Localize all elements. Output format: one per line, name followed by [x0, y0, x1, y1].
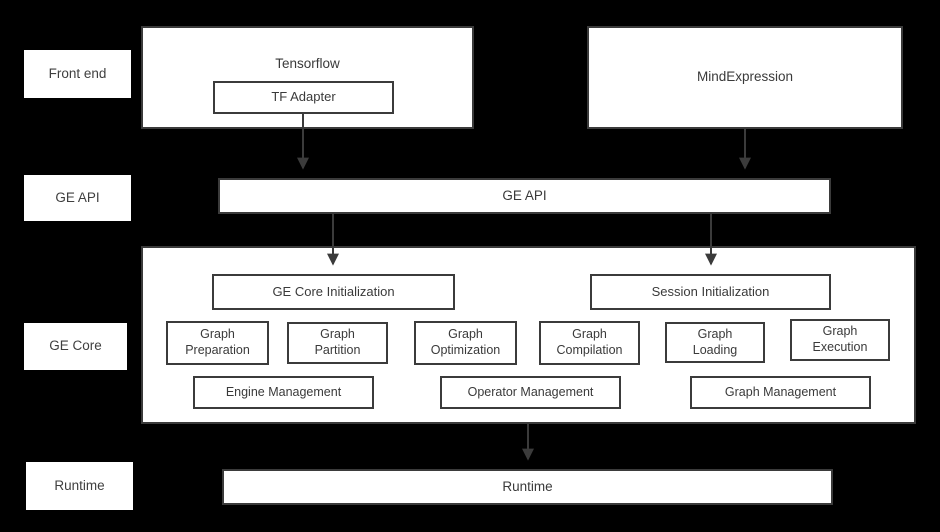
graph-partition-box[interactable]: Graph Partition	[287, 322, 388, 364]
stage-label-runtime: Runtime	[26, 462, 133, 510]
graph-management-box[interactable]: Graph Management	[690, 376, 871, 409]
tf-adapter-box[interactable]: TF Adapter	[213, 81, 394, 114]
graph-preparation-box[interactable]: Graph Preparation	[166, 321, 269, 365]
graph-optimization-box[interactable]: Graph Optimization	[414, 321, 517, 365]
graph-compilation-box[interactable]: Graph Compilation	[539, 321, 640, 365]
mindexpression-container[interactable]: MindExpression	[587, 26, 903, 129]
stage-label-front-end: Front end	[24, 50, 131, 98]
graph-loading-box[interactable]: Graph Loading	[665, 322, 765, 363]
operator-management-box[interactable]: Operator Management	[440, 376, 621, 409]
engine-management-box[interactable]: Engine Management	[193, 376, 374, 409]
session-initialization-box[interactable]: Session Initialization	[590, 274, 831, 310]
ge-api-bar[interactable]: GE API	[218, 178, 831, 214]
stage-label-ge-core: GE Core	[24, 323, 127, 370]
ge-core-initialization-box[interactable]: GE Core Initialization	[212, 274, 455, 310]
stage-label-ge-api: GE API	[24, 175, 131, 221]
graph-execution-box[interactable]: Graph Execution	[790, 319, 890, 361]
runtime-bar[interactable]: Runtime	[222, 469, 833, 505]
